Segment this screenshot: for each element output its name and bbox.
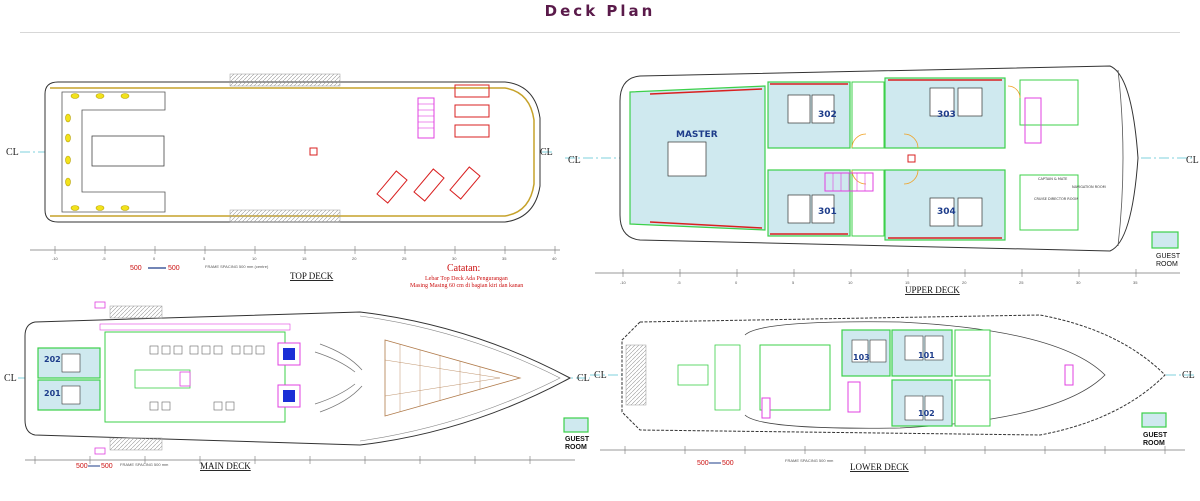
top-deck-canopy-frame xyxy=(229,209,341,223)
room-label-201: 201 xyxy=(44,389,61,398)
cl-label: CL xyxy=(577,373,590,384)
top-deck-plan: CL CL xyxy=(6,73,560,289)
room-label-103: 103 xyxy=(853,353,870,362)
axis-tick: 5 xyxy=(203,256,206,261)
axis-tick: 20 xyxy=(352,256,357,261)
main-deck-label: MAIN DECK xyxy=(200,461,251,471)
note-line: Masing Masing 60 cm di bagian kiri dan k… xyxy=(410,283,523,289)
axis-tick: 30 xyxy=(1076,280,1081,285)
sun-loungers xyxy=(376,84,490,204)
room-label-101: 101 xyxy=(918,351,935,360)
axis-tick: 25 xyxy=(402,256,407,261)
mast-marker xyxy=(309,147,318,156)
upper-deck-label: UPPER DECK xyxy=(905,285,960,295)
top-deck-stairs xyxy=(417,97,435,139)
cl-label: CL xyxy=(594,370,607,381)
scale-right: 500 xyxy=(168,265,180,272)
lower-deck-label: LOWER DECK xyxy=(850,462,909,472)
legend-swatch xyxy=(563,417,589,433)
upper-deck-plan: CL CL xyxy=(565,65,1199,295)
lower-deck-plan: CL CL 103 101 102 xyxy=(590,314,1195,472)
scale-left: 500 xyxy=(130,265,142,272)
title-divider xyxy=(20,32,1180,33)
axis-tick: 10 xyxy=(848,280,853,285)
legend-label: GUEST xyxy=(565,436,590,443)
navigation-room-label: NAVIGATION ROOM xyxy=(1072,185,1106,189)
legend-label: ROOM xyxy=(565,444,587,451)
axis-tick: 5 xyxy=(792,280,795,285)
axis-tick: 20 xyxy=(962,280,967,285)
legend-label: GUEST xyxy=(1143,432,1168,439)
crew-room xyxy=(1019,174,1079,231)
legend-label: GUEST xyxy=(1156,253,1181,260)
bow-net xyxy=(384,339,522,417)
page-title: Deck Plan xyxy=(544,2,656,20)
main-deck-plan: CL CL 202 201 xyxy=(4,301,590,471)
cl-label: CL xyxy=(1182,370,1195,381)
dining-chairs xyxy=(149,345,265,411)
top-deck-hull xyxy=(44,81,541,223)
axis-tick: 30 xyxy=(452,256,457,261)
frame-spacing-label: FRAME SPACING 500 mm xyxy=(120,462,169,467)
legend-swatch xyxy=(1151,231,1179,249)
central-table xyxy=(91,135,165,167)
main-deck-hull xyxy=(24,311,572,446)
axis-tick: 10 xyxy=(252,256,257,261)
yellow-cushions xyxy=(65,93,130,211)
saloon xyxy=(104,331,286,423)
cl-label: CL xyxy=(540,147,553,158)
scale-left: 500 xyxy=(76,463,88,470)
cl-label: CL xyxy=(568,155,581,166)
legend-swatch xyxy=(1141,412,1167,428)
axis-tick: 0 xyxy=(735,280,738,285)
room-label-303: 303 xyxy=(937,110,956,120)
scale-right: 500 xyxy=(722,460,734,467)
note-line: Lebar Top Deck Ada Pengurangan xyxy=(425,276,508,282)
axis-tick: 0 xyxy=(153,256,156,261)
axis-tick: 15 xyxy=(302,256,307,261)
axis-tick: -10 xyxy=(620,280,627,285)
cruise-director-label: CRUISE DIRECTOR ROOM xyxy=(1034,197,1078,201)
bow-benches xyxy=(314,343,363,413)
axis-tick: 35 xyxy=(1133,280,1138,285)
axis-tick: 35 xyxy=(502,256,507,261)
top-deck-railing xyxy=(50,87,535,217)
top-deck-canopy-frame xyxy=(229,73,341,87)
axis-tick: -10 xyxy=(52,256,59,261)
legend-label: ROOM xyxy=(1156,261,1178,268)
crew-room xyxy=(1019,79,1079,126)
bathroom xyxy=(851,81,885,149)
captain-mate-label: CAPTAIN & MATE xyxy=(1038,177,1067,181)
scale-right: 500 xyxy=(101,463,113,470)
axis-tick: 25 xyxy=(1019,280,1024,285)
top-deck-label: TOP DECK xyxy=(290,271,334,281)
axis-tick: -5 xyxy=(677,280,681,285)
room-label-301: 301 xyxy=(818,207,837,217)
room-label-102: 102 xyxy=(918,409,935,418)
frame-spacing-label: FRAME SPACING 500 mm (centre) xyxy=(205,264,269,269)
legend-label: ROOM xyxy=(1143,440,1165,447)
frame-spacing-label: FRAME SPACING 500 mm xyxy=(785,458,834,463)
room-label-302: 302 xyxy=(818,110,837,120)
scale-left: 500 xyxy=(697,460,709,467)
note-title: Catatan: xyxy=(447,263,480,274)
axis-tick: -5 xyxy=(102,256,106,261)
cl-label: CL xyxy=(6,147,19,158)
axis-tick: 15 xyxy=(905,280,910,285)
room-label-304: 304 xyxy=(937,207,956,217)
axis-tick: 40 xyxy=(552,256,557,261)
room-label-master: MASTER xyxy=(676,130,718,140)
cl-label: CL xyxy=(1186,155,1199,166)
cl-label: CL xyxy=(4,373,17,384)
room-label-202: 202 xyxy=(44,355,61,364)
lounge-bench xyxy=(61,91,166,213)
